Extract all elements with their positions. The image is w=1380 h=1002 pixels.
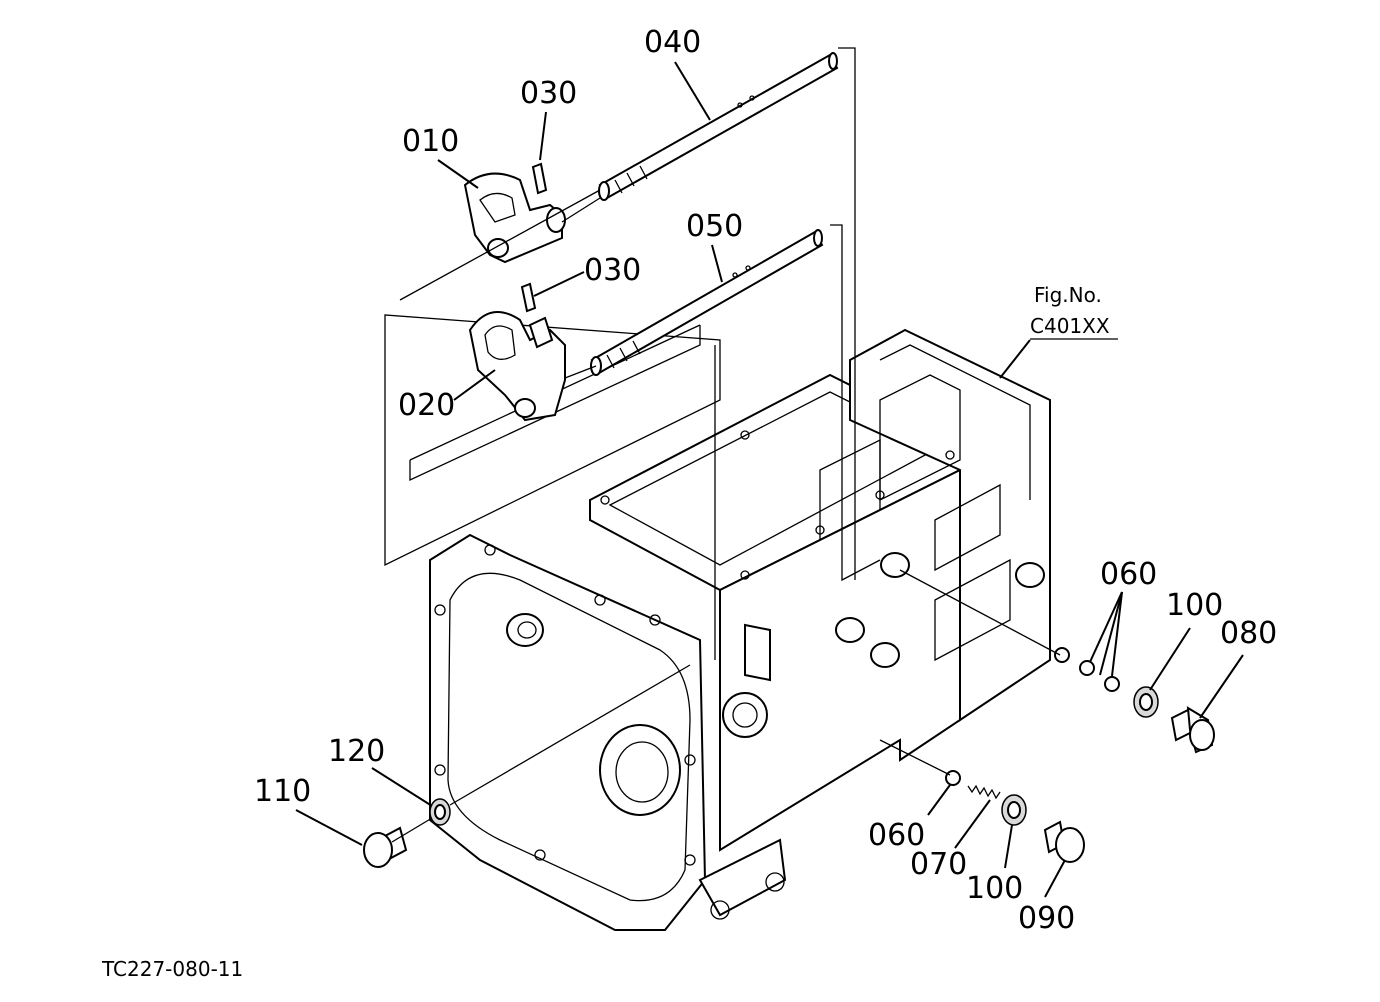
plug-110 xyxy=(363,826,408,868)
label-040: 040 xyxy=(644,25,701,60)
label-010: 010 xyxy=(402,124,459,159)
washer-100-upper xyxy=(1133,686,1159,718)
label-060-lower: 060 xyxy=(868,818,925,853)
plug-080 xyxy=(1170,706,1215,754)
fig-ref-line1: Fig.No. xyxy=(1034,283,1102,307)
spring-pin-030-lower xyxy=(520,282,537,313)
label-070: 070 xyxy=(910,847,967,882)
shift-rod-050 xyxy=(590,229,824,376)
part-labels: 040 030 010 050 030 020 060 100 080 060 … xyxy=(254,25,1277,936)
label-100-lower: 100 xyxy=(966,871,1023,906)
label-030-lower: 030 xyxy=(584,253,641,288)
plug-090 xyxy=(1043,820,1085,863)
leader-lines xyxy=(295,61,1244,898)
assembly-lines xyxy=(391,189,1061,843)
gasket-outline xyxy=(384,47,881,660)
figure-reference: Fig.No. C401XX xyxy=(1030,283,1110,338)
washer-120 xyxy=(429,798,451,826)
label-020: 020 xyxy=(398,388,455,423)
spring-pin-030-upper xyxy=(531,162,548,195)
shift-fork-020 xyxy=(468,311,566,422)
shift-fork-010 xyxy=(463,172,566,264)
label-030-upper: 030 xyxy=(520,76,577,111)
label-060-upper: 060 xyxy=(1100,557,1157,592)
label-090: 090 xyxy=(1018,901,1075,936)
label-050: 050 xyxy=(686,209,743,244)
detent-balls-060-upper xyxy=(1054,647,1120,692)
detent-ball-060-lower xyxy=(945,770,961,786)
label-080: 080 xyxy=(1220,616,1277,651)
transmission-case xyxy=(429,328,1051,931)
label-110: 110 xyxy=(254,774,311,809)
spring-070 xyxy=(967,784,1001,800)
label-100-upper: 100 xyxy=(1166,588,1223,623)
shift-rod-040 xyxy=(598,52,839,201)
fig-ref-line2: C401XX xyxy=(1030,314,1110,338)
drawing-code: TC227-080-11 xyxy=(101,957,243,981)
label-120: 120 xyxy=(328,734,385,769)
washer-100-lower xyxy=(1001,794,1027,826)
